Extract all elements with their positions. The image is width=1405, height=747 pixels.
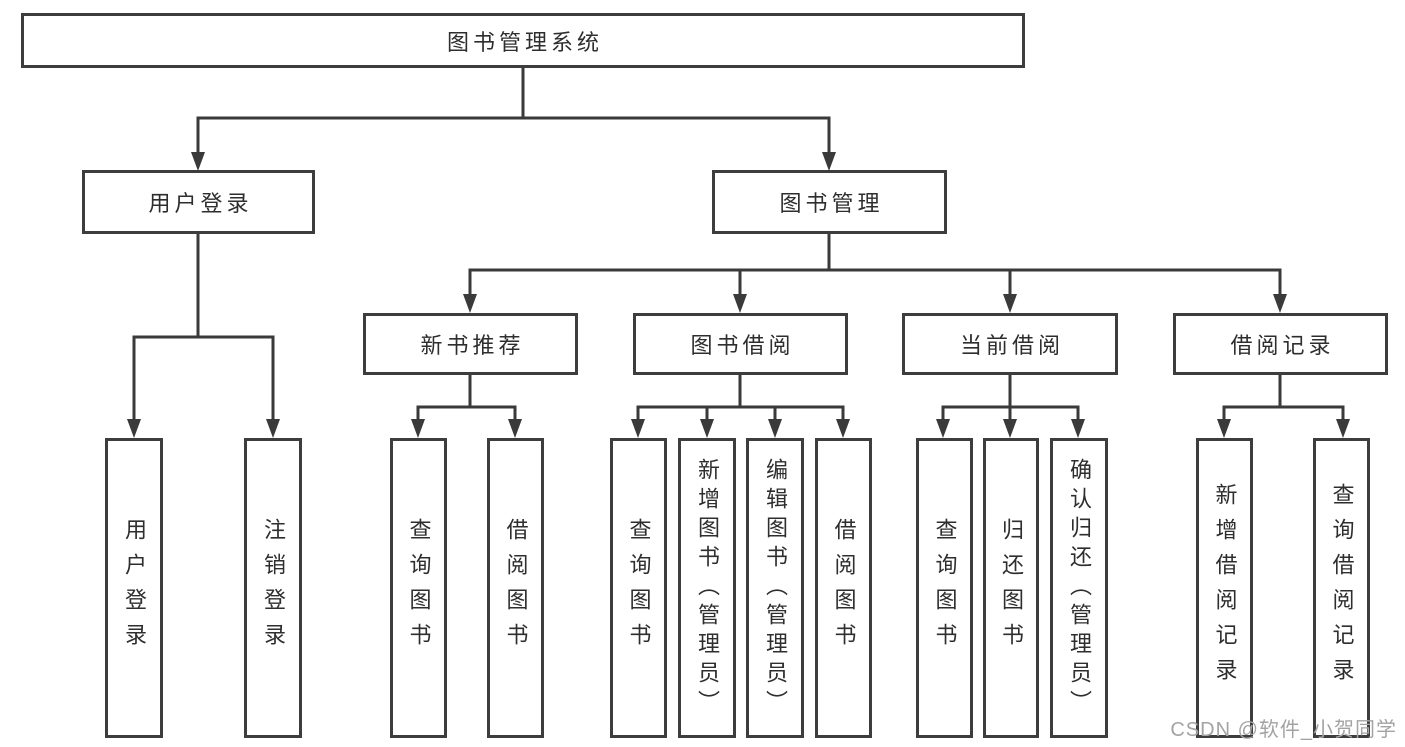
node-label: 确认归还（管理员） (1067, 457, 1092, 719)
node-label: 图书管理系统 (446, 29, 603, 55)
node-label: 图书管理 (779, 191, 884, 216)
leaf-records-add-record: 新增借阅记录 (1196, 438, 1253, 738)
node-label: 查询图书 (406, 518, 432, 658)
node-label: 编辑图书（管理员） (763, 457, 788, 719)
leaf-newbook-query-book: 查询图书 (390, 438, 447, 738)
node-user-login: 用户登录 (82, 170, 315, 234)
node-label: 归还图书 (999, 518, 1024, 658)
leaf-current-return-book: 归还图书 (983, 438, 1039, 738)
leaf-user-login: 用户登录 (105, 438, 163, 738)
node-label: 查询图书 (626, 518, 652, 658)
leaf-borrowing-borrow-book: 借阅图书 (815, 438, 872, 738)
leaf-borrowing-add-book-admin: 新增图书（管理员） (678, 438, 736, 738)
node-label: 查询图书 (932, 518, 958, 658)
node-label: 新增借阅记录 (1212, 483, 1238, 693)
node-book-borrowing: 图书借阅 (633, 313, 848, 375)
leaf-borrowing-edit-book-admin: 编辑图书（管理员） (746, 438, 804, 738)
leaf-current-confirm-return-admin: 确认归还（管理员） (1050, 438, 1108, 738)
node-label: 新增图书（管理员） (695, 457, 720, 719)
node-book-management: 图书管理 (712, 170, 947, 234)
leaf-newbook-borrow-book: 借阅图书 (487, 438, 544, 738)
node-label: 借阅图书 (503, 518, 529, 658)
node-borrowing-records: 借阅记录 (1173, 313, 1388, 375)
node-label: 图书借阅 (690, 333, 795, 358)
node-root-library-system: 图书管理系统 (21, 13, 1025, 68)
csdn-watermark: CSDN @软件_小贺同学 (1170, 719, 1397, 741)
node-label: 查询借阅记录 (1329, 483, 1355, 693)
node-label: 注销登录 (261, 518, 286, 658)
leaf-records-query-record: 查询借阅记录 (1313, 438, 1370, 738)
node-label: 借阅记录 (1230, 333, 1335, 358)
leaf-logout: 注销登录 (244, 438, 302, 738)
node-label: 用户登录 (122, 518, 147, 658)
node-label: 借阅图书 (831, 518, 857, 658)
node-label: 当前借阅 (959, 333, 1064, 358)
leaf-current-query-book: 查询图书 (916, 438, 973, 738)
node-current-borrowing: 当前借阅 (902, 313, 1118, 375)
node-label: 新书推荐 (420, 333, 525, 358)
node-label: 用户登录 (148, 191, 253, 216)
node-new-book-recommend: 新书推荐 (363, 313, 578, 375)
leaf-borrowing-query-book: 查询图书 (610, 438, 667, 738)
